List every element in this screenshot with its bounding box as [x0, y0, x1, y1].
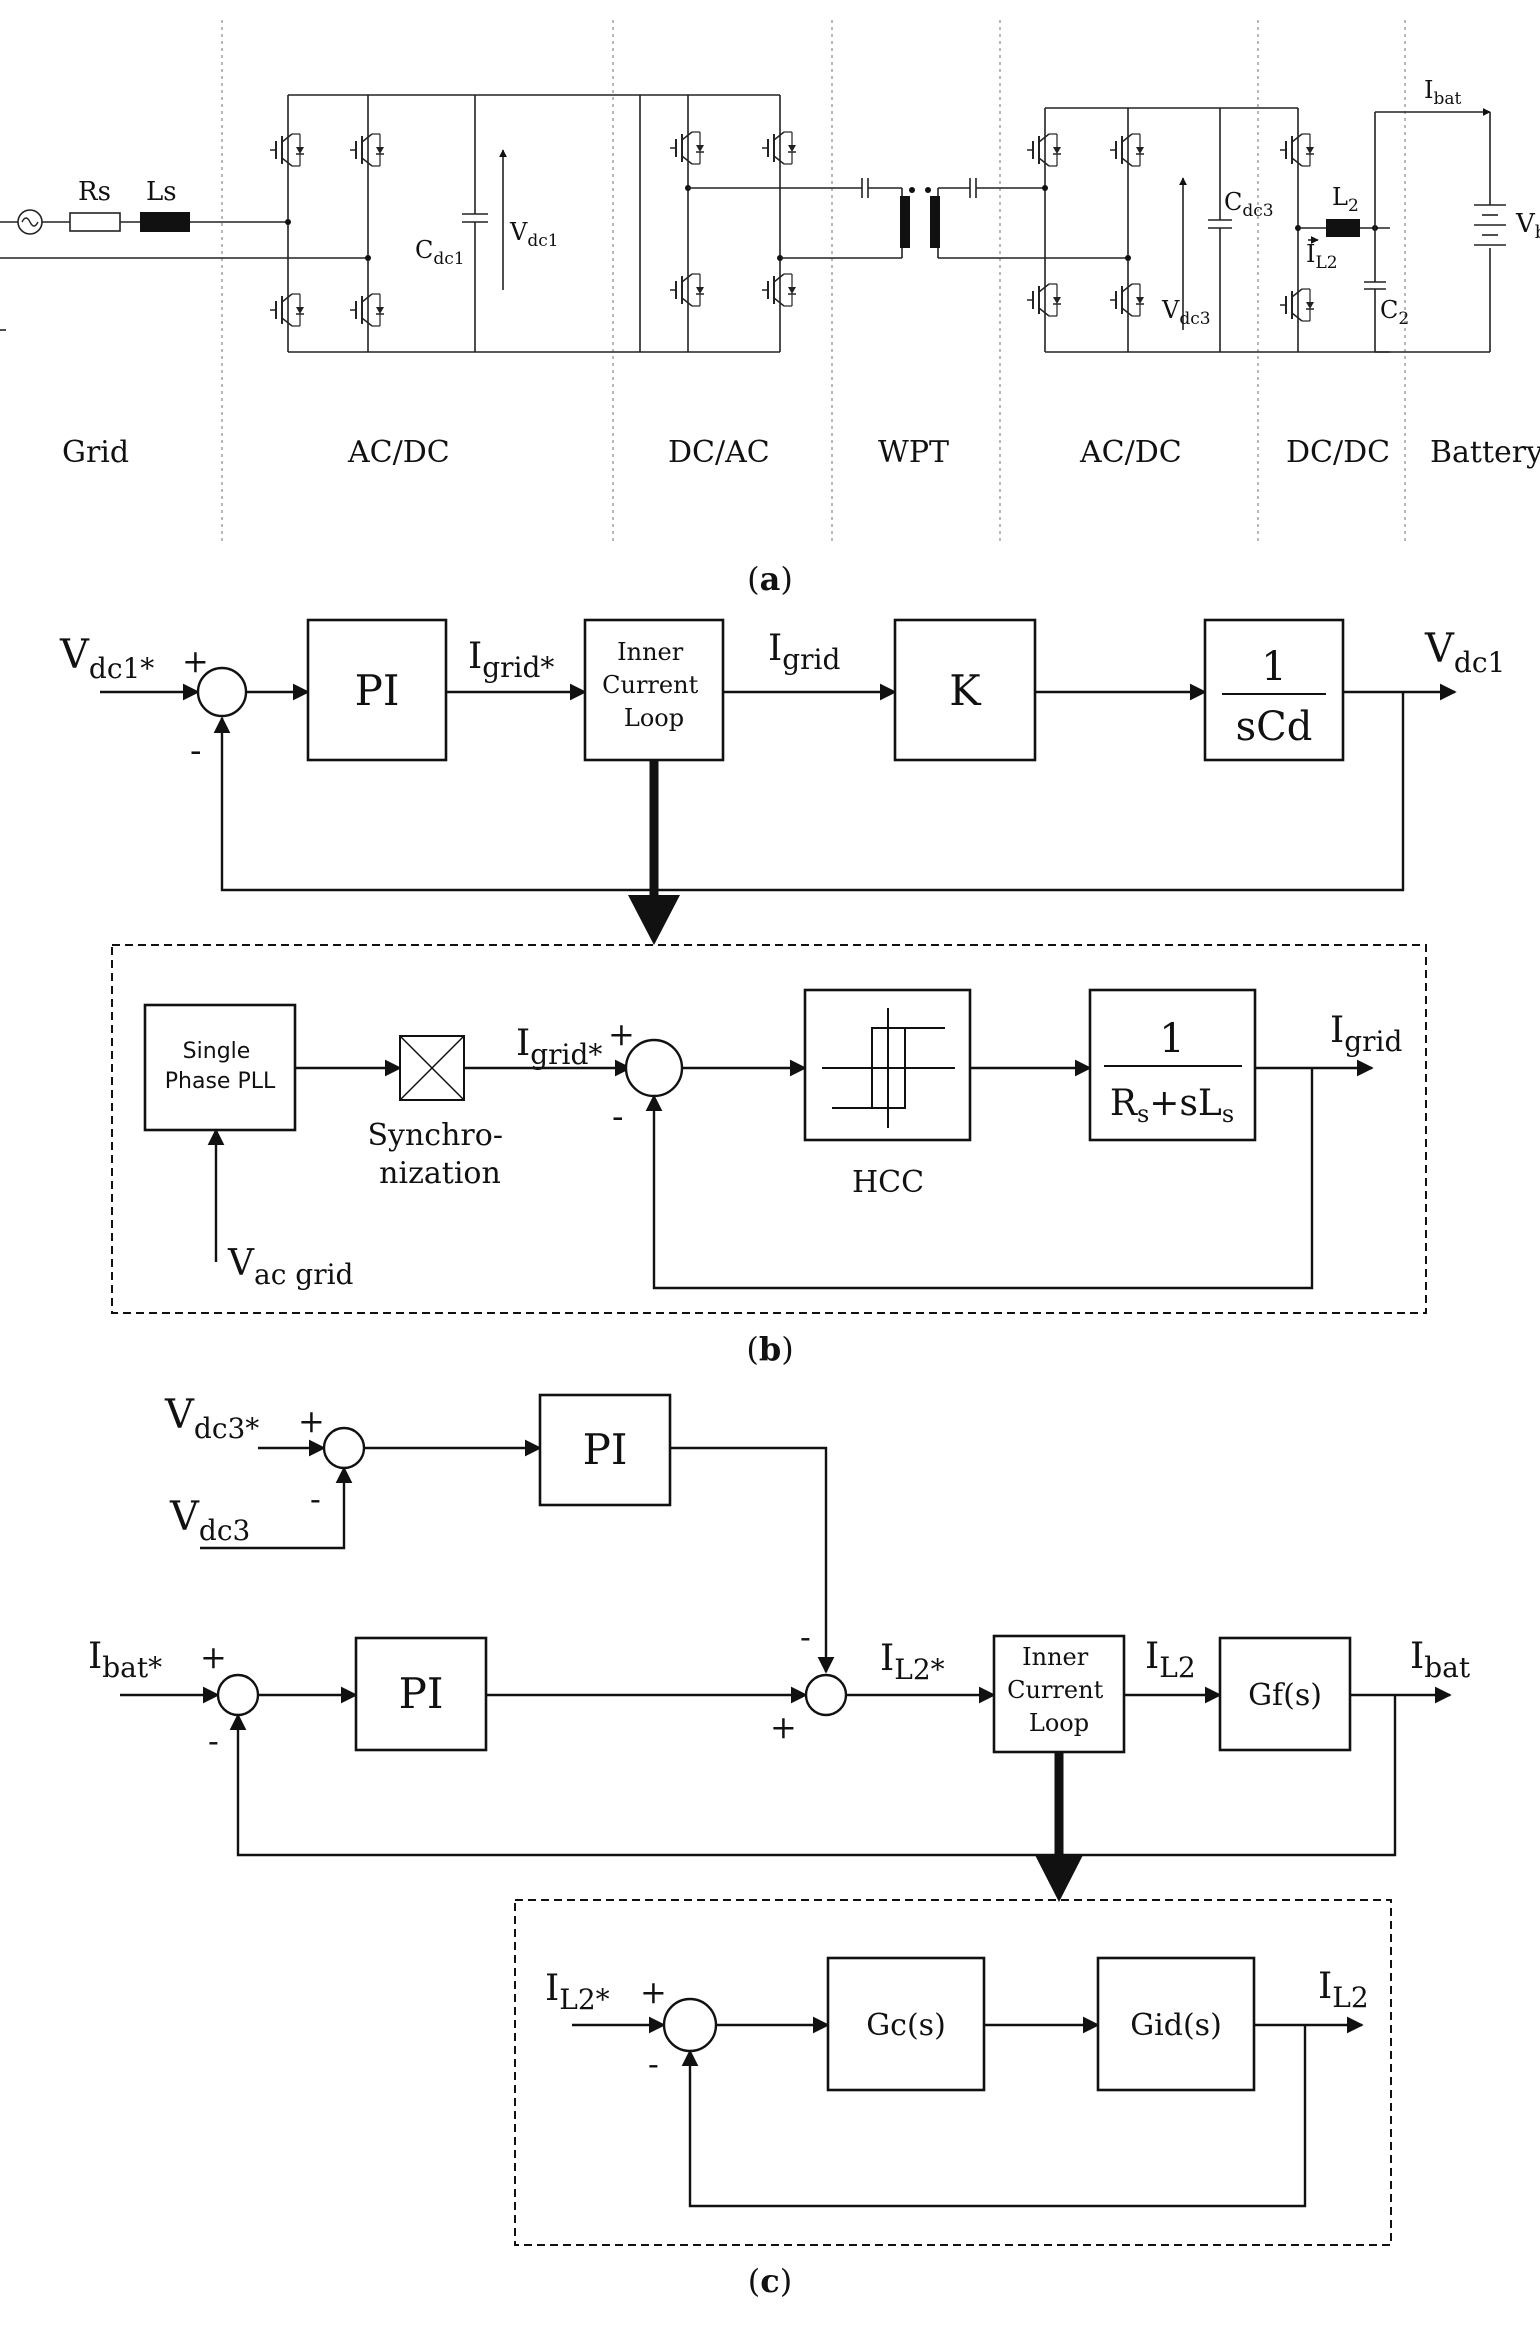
ibat-output-label: Ibat	[1410, 1636, 1471, 1684]
section-label-wpt: WPT	[878, 435, 949, 470]
igrid-output-label: Igrid	[1330, 1010, 1402, 1058]
gid-label: Gid(s)	[1130, 2008, 1222, 2043]
pll-label: Single Phase PLL	[165, 1039, 276, 1094]
pi-block-voltage	[538, 1393, 672, 1507]
vbat-label: Vb	[1515, 209, 1540, 243]
gf-block	[1218, 1636, 1352, 1752]
pi-voltage-label: PI	[583, 1425, 628, 1474]
hcc-label: HCC	[852, 1165, 924, 1200]
minus-sign: -	[310, 1480, 321, 1518]
plant-numerator: 1	[1261, 644, 1286, 690]
rl-plant-numerator: 1	[1159, 1016, 1184, 1062]
il2-label: IL2	[1306, 240, 1338, 273]
vdc3-label: Vdc3	[1161, 296, 1211, 329]
igrid-label: Igrid	[768, 628, 840, 676]
secondary-rectifier	[1026, 107, 1298, 353]
plant-denominator: sCd	[1236, 704, 1313, 750]
section-label-acdc-1: AC/DC	[347, 435, 450, 470]
inner-loop-label-2: Inner Current Loop	[1007, 1643, 1111, 1737]
hysteresis-icon	[822, 1008, 955, 1128]
igrid-ref-label-inner: Igrid*	[516, 1023, 602, 1071]
gf-label: Gf(s)	[1248, 1678, 1322, 1713]
inductor-ls	[140, 212, 190, 232]
plus-sign: +	[298, 1402, 325, 1440]
ls-label: Ls	[146, 177, 177, 207]
power-circuit-diagram: Rs Ls Cdc1 Vdc1	[0, 20, 1540, 545]
gc-label: Gc(s)	[866, 2008, 946, 2043]
ibat-ref-label: Ibat*	[88, 1636, 162, 1684]
igrid-ref-label: Igrid*	[468, 636, 554, 684]
caption-b: (b)	[746, 1330, 793, 1368]
rectifier-bridge	[269, 94, 640, 353]
cdc1-label: Cdc1	[415, 236, 465, 269]
section-label-battery: Battery	[1430, 435, 1540, 470]
section-label-acdc-2: AC/DC	[1079, 435, 1182, 470]
pi-label: PI	[355, 666, 400, 715]
il2-output-label: IL2	[1318, 1966, 1369, 2014]
pll-block	[143, 1003, 297, 1132]
inductor-l2	[1326, 219, 1360, 237]
summing-junction-5	[804, 1673, 848, 1717]
pi-block-current	[354, 1636, 488, 1752]
vdc1-ref-label: Vdc1*	[59, 632, 154, 685]
inverter-bridge	[639, 94, 797, 353]
minus-sign: -	[190, 731, 202, 771]
section-label-dcac: DC/AC	[668, 435, 770, 470]
rl-plant-denominator: Rs+sLs	[1110, 1083, 1234, 1128]
rs-label: Rs	[78, 177, 111, 207]
plus-sign: +	[640, 1973, 667, 2011]
il2-ref-label: IL2*	[880, 1638, 945, 1686]
cdc3-label: Cdc3	[1224, 188, 1274, 221]
inner-loop-label: Inner Current Loop	[602, 638, 706, 732]
wpt-coils	[688, 178, 1128, 259]
inner-loop-detail-box-2	[514, 1899, 1392, 2246]
vdc3-ref-label: Vdc3*	[164, 1392, 259, 1445]
inner-loop-detail-box	[111, 944, 1427, 1314]
section-label-grid: Grid	[62, 435, 129, 470]
vac-grid-label: Vac grid	[227, 1243, 354, 1291]
vdc1-output-label: Vdc1	[1424, 626, 1505, 679]
vdc3-feedback-label: Vdc3	[169, 1494, 250, 1547]
synchronization-label: Synchro- nization	[367, 1118, 512, 1191]
battery-control-diagram: Vdc3* + - Vdc3 PI Ibat* + - PI + - IL2* …	[88, 1392, 1471, 2246]
plus-sign: +	[182, 642, 209, 680]
minus-sign: -	[612, 1097, 624, 1137]
caption-a: (a)	[747, 560, 793, 598]
plus-sign: +	[770, 1708, 797, 1746]
plant-block	[1203, 618, 1345, 762]
minus-sign: -	[648, 2045, 659, 2083]
summing-junction-4	[216, 1673, 260, 1717]
il2-label: IL2	[1145, 1636, 1196, 1684]
plus-sign: +	[200, 1638, 227, 1676]
gain-k-label: K	[949, 666, 982, 715]
battery-icon	[1374, 108, 1506, 353]
summing-junction-6	[662, 1997, 718, 2053]
ibat-label: Ibat	[1424, 76, 1462, 109]
caption-c: (c)	[748, 2262, 792, 2300]
resistor-rs	[69, 212, 121, 232]
summing-junction-3	[322, 1426, 366, 1470]
section-label-dcdc: DC/DC	[1286, 435, 1390, 470]
synchronization-multiplier-icon	[399, 1035, 465, 1101]
l2-label: L2	[1332, 183, 1359, 216]
grid-control-diagram: Vdc1* + - PI Igrid* Inner Current Loop I…	[59, 618, 1505, 1314]
minus-sign: -	[800, 1618, 811, 1656]
dc-dc-converter	[1279, 108, 1390, 353]
expand-arrow-icon	[1035, 1855, 1083, 1902]
summing-junction-2	[624, 1038, 684, 1098]
gain-k-block	[893, 618, 1037, 762]
il2-ref-input-label: IL2*	[545, 1968, 610, 2016]
pi-block	[306, 618, 448, 762]
section-labels: Grid AC/DC DC/AC WPT AC/DC DC/DC Battery	[62, 435, 1540, 470]
vdc1-label: Vdc1	[509, 218, 559, 251]
pi-current-label: PI	[399, 1669, 444, 1718]
ac-source-icon	[17, 209, 43, 235]
c2-label: C2	[1380, 296, 1409, 329]
minus-sign: -	[208, 1722, 219, 1760]
expand-arrow-icon	[628, 895, 680, 945]
gid-block	[1096, 1956, 1256, 2092]
plus-sign: +	[608, 1015, 635, 1053]
